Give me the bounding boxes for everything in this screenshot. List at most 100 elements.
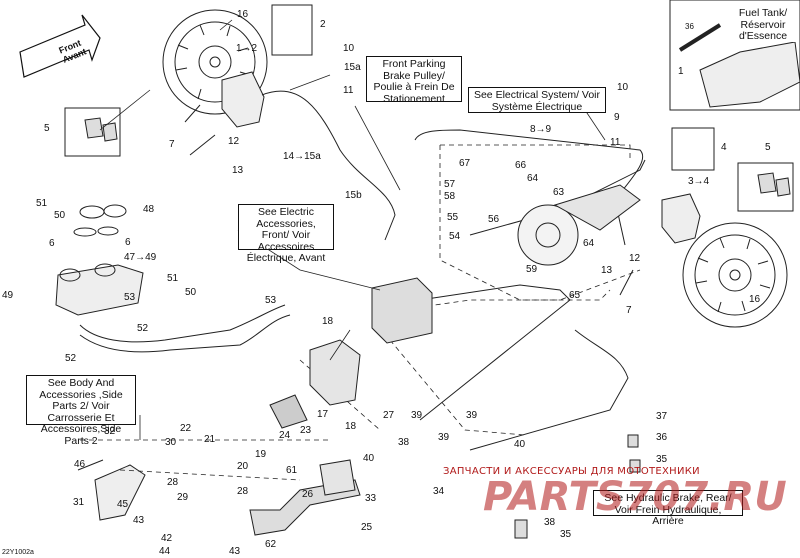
part-label: 7 <box>169 139 175 150</box>
part-label: 61 <box>286 465 298 476</box>
brake-line-rear <box>469 329 629 451</box>
master-cylinder <box>309 339 361 406</box>
part-label: 67 <box>459 158 471 169</box>
parking-cable <box>469 159 646 236</box>
part-label: 37 <box>656 411 668 422</box>
part-label: 31 <box>73 497 85 508</box>
brake-line-front-left <box>261 90 396 241</box>
callout-body-accessories: See Body And Accessories ,Side Parts 2/ … <box>26 375 136 446</box>
part-label: 38 <box>544 517 556 528</box>
part-label: 15b <box>345 190 362 201</box>
part-label: 54 <box>449 231 461 242</box>
part-label: 43 <box>229 546 241 557</box>
part-label: 1 <box>678 66 684 77</box>
part-label: 33 <box>365 493 377 504</box>
part-label: 56 <box>488 214 500 225</box>
part-label: 52 <box>137 323 149 334</box>
reservoir-hoses <box>79 304 291 353</box>
part-label: 17 <box>317 409 329 420</box>
callout-hydraulic-rear: See Hydraulic Brake, Rear/ Voir Frein Hy… <box>593 490 743 527</box>
part-label: 4 <box>721 142 727 153</box>
part-label: 9 <box>614 112 620 123</box>
part-label: 16 <box>237 9 249 20</box>
part-label: 15a <box>344 62 361 73</box>
right-caliper <box>661 193 701 244</box>
part-label: 6 <box>125 237 131 248</box>
part-label: 3→4 <box>688 176 710 187</box>
part-label: 19 <box>255 449 267 460</box>
part-label: 35 <box>560 529 572 540</box>
part-label: 64 <box>583 238 595 249</box>
part-label: 32 <box>104 426 116 437</box>
part-label: 66 <box>515 160 527 171</box>
watermark-tagline: ЗАПЧАСТИ И АКСЕССУАРЫ ДЛЯ МОТОТЕХНИКИ <box>443 466 700 477</box>
part-label: 7 <box>626 305 632 316</box>
part-label: 39 <box>411 410 423 421</box>
part-label: 25 <box>361 522 373 533</box>
fitting-box-4 <box>671 127 715 171</box>
part-label: 13 <box>232 165 244 176</box>
part-label: 49 <box>2 290 14 301</box>
part-label: 12 <box>629 253 641 264</box>
part-label: 38 <box>398 437 410 448</box>
pedal-bracket <box>319 459 356 496</box>
part-label: 39 <box>438 432 450 443</box>
part-label: 48 <box>143 204 155 215</box>
bleeder-box <box>271 4 313 56</box>
part-label: 18 <box>322 316 334 327</box>
part-label: 36 <box>685 22 694 31</box>
callout-electric-accessories: See Electric Accessories, Front/ Voir Ac… <box>238 204 334 264</box>
part-label: 2 <box>320 19 326 30</box>
part-label: 28 <box>167 477 179 488</box>
part-label: 55 <box>447 212 459 223</box>
part-label: 40 <box>363 453 375 464</box>
part-label: 52 <box>65 353 77 364</box>
part-label: 10 <box>617 82 629 93</box>
part-label: 53 <box>124 292 136 303</box>
part-label: 62 <box>265 539 277 550</box>
part-label: 50 <box>185 287 197 298</box>
part-label: 43 <box>133 515 145 526</box>
part-label: 45 <box>117 499 129 510</box>
mount-bracket-31 <box>94 464 146 521</box>
part-label: 53 <box>265 295 277 306</box>
part-label: 16 <box>749 294 761 305</box>
part-label: 50 <box>54 210 66 221</box>
part-label: 5 <box>765 142 771 153</box>
part-label: 65 <box>569 290 581 301</box>
part-label: 35 <box>656 454 668 465</box>
part-label: 13 <box>601 265 613 276</box>
part-label: 20 <box>237 461 249 472</box>
abs-module <box>371 277 433 344</box>
brake-line-long <box>419 284 571 421</box>
boot <box>269 394 308 429</box>
part-label: 1→2 <box>236 43 258 54</box>
part-label: 47→49 <box>124 252 157 263</box>
part-label: 42 <box>161 533 173 544</box>
part-label: 14→15a <box>283 151 321 162</box>
part-label: 36 <box>656 432 668 443</box>
part-label: 30 <box>165 437 177 448</box>
part-label: 59 <box>526 264 538 275</box>
part-label: 64 <box>527 173 539 184</box>
part-label: 34 <box>433 486 445 497</box>
part-label: 57 <box>444 179 456 190</box>
part-label: 39 <box>466 410 478 421</box>
part-label: 26 <box>302 489 314 500</box>
part-label: 46 <box>74 459 86 470</box>
part-label: 51 <box>36 198 48 209</box>
part-label: 8→9 <box>530 124 552 135</box>
part-label: 24 <box>279 430 291 441</box>
part-label: 29 <box>177 492 189 503</box>
part-label: 12 <box>228 136 240 147</box>
parking-brake-disc <box>517 204 579 266</box>
callout-parking-pulley: Front Parking Brake Pulley/ Poulie à Fre… <box>366 56 462 104</box>
part-label: 40 <box>514 439 526 450</box>
part-label: 23 <box>300 425 312 436</box>
diagram-code: 22Y1002a <box>2 549 34 556</box>
part-label: 11 <box>610 137 621 148</box>
part-label: 63 <box>553 187 565 198</box>
left-caliper <box>221 71 265 128</box>
